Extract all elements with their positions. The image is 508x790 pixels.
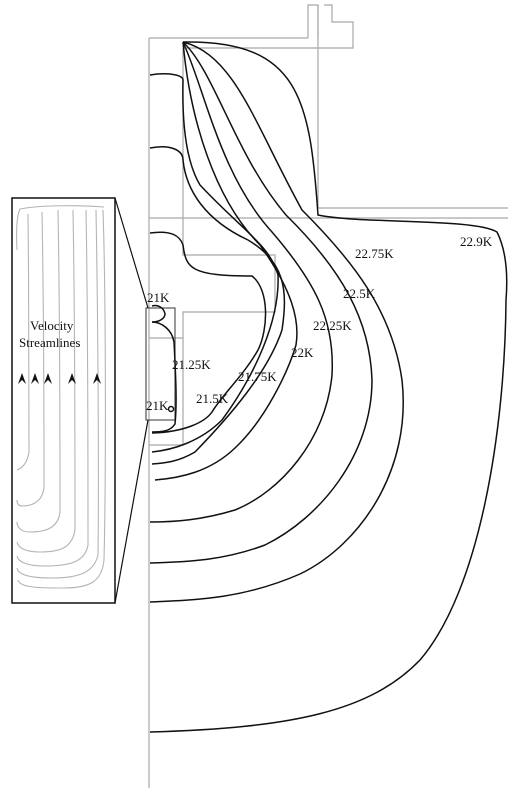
contour-22-5k [149,41,373,564]
isotherm-contours [149,41,508,733]
label-21k-lower: 21K [146,398,169,413]
contour-21k-upper [151,304,166,323]
label-22-5k: 22.5K [343,286,376,301]
label-21-5k: 21.5K [196,391,229,406]
label-22k: 22K [291,345,314,360]
label-21-25k: 21.25K [172,357,211,372]
label-21-75k: 21.75K [238,369,277,384]
flow-arrow-icon [93,373,101,384]
contour-21-25k [149,231,267,434]
contour-21-75k [149,146,286,465]
label-22-25k: 22.25K [313,318,352,333]
contour-labels: 21K 21K 21.25K 21.5K 21.75K 22K 22.25K 2… [146,234,493,413]
inset-title-line2: Streamlines [19,335,80,350]
contour-22k [154,41,298,481]
streamline-inset: Velocity Streamlines [11,197,116,604]
flow-arrow-icon [68,373,76,384]
inset-frame [11,197,116,604]
flow-arrow-icon [31,373,39,384]
label-22-9k: 22.9K [460,234,493,249]
flow-arrows [18,373,101,384]
streamlines [16,205,106,589]
inner-block-outline [182,218,276,338]
zoom-connector-top [114,197,149,309]
label-21k-upper: 21K [147,290,170,305]
inset-title-line1: Velocity [30,318,74,333]
top-port-left [307,4,319,38]
contour-22-75k [149,41,404,603]
flow-arrow-icon [44,373,52,384]
contour-22-25k [149,41,334,523]
contour-21k-lower [151,321,177,433]
zoom-connector-bottom [114,419,149,604]
contour-21k-point [167,405,175,413]
contour-22-9k [149,41,508,733]
label-22-75k: 22.75K [355,246,394,261]
flow-arrow-icon [18,373,26,384]
top-port-right [318,4,354,49]
lower-block-outline [149,337,184,446]
contour-21-5k [149,73,279,453]
right-wall [182,48,508,219]
upper-wall-inner [317,5,508,209]
